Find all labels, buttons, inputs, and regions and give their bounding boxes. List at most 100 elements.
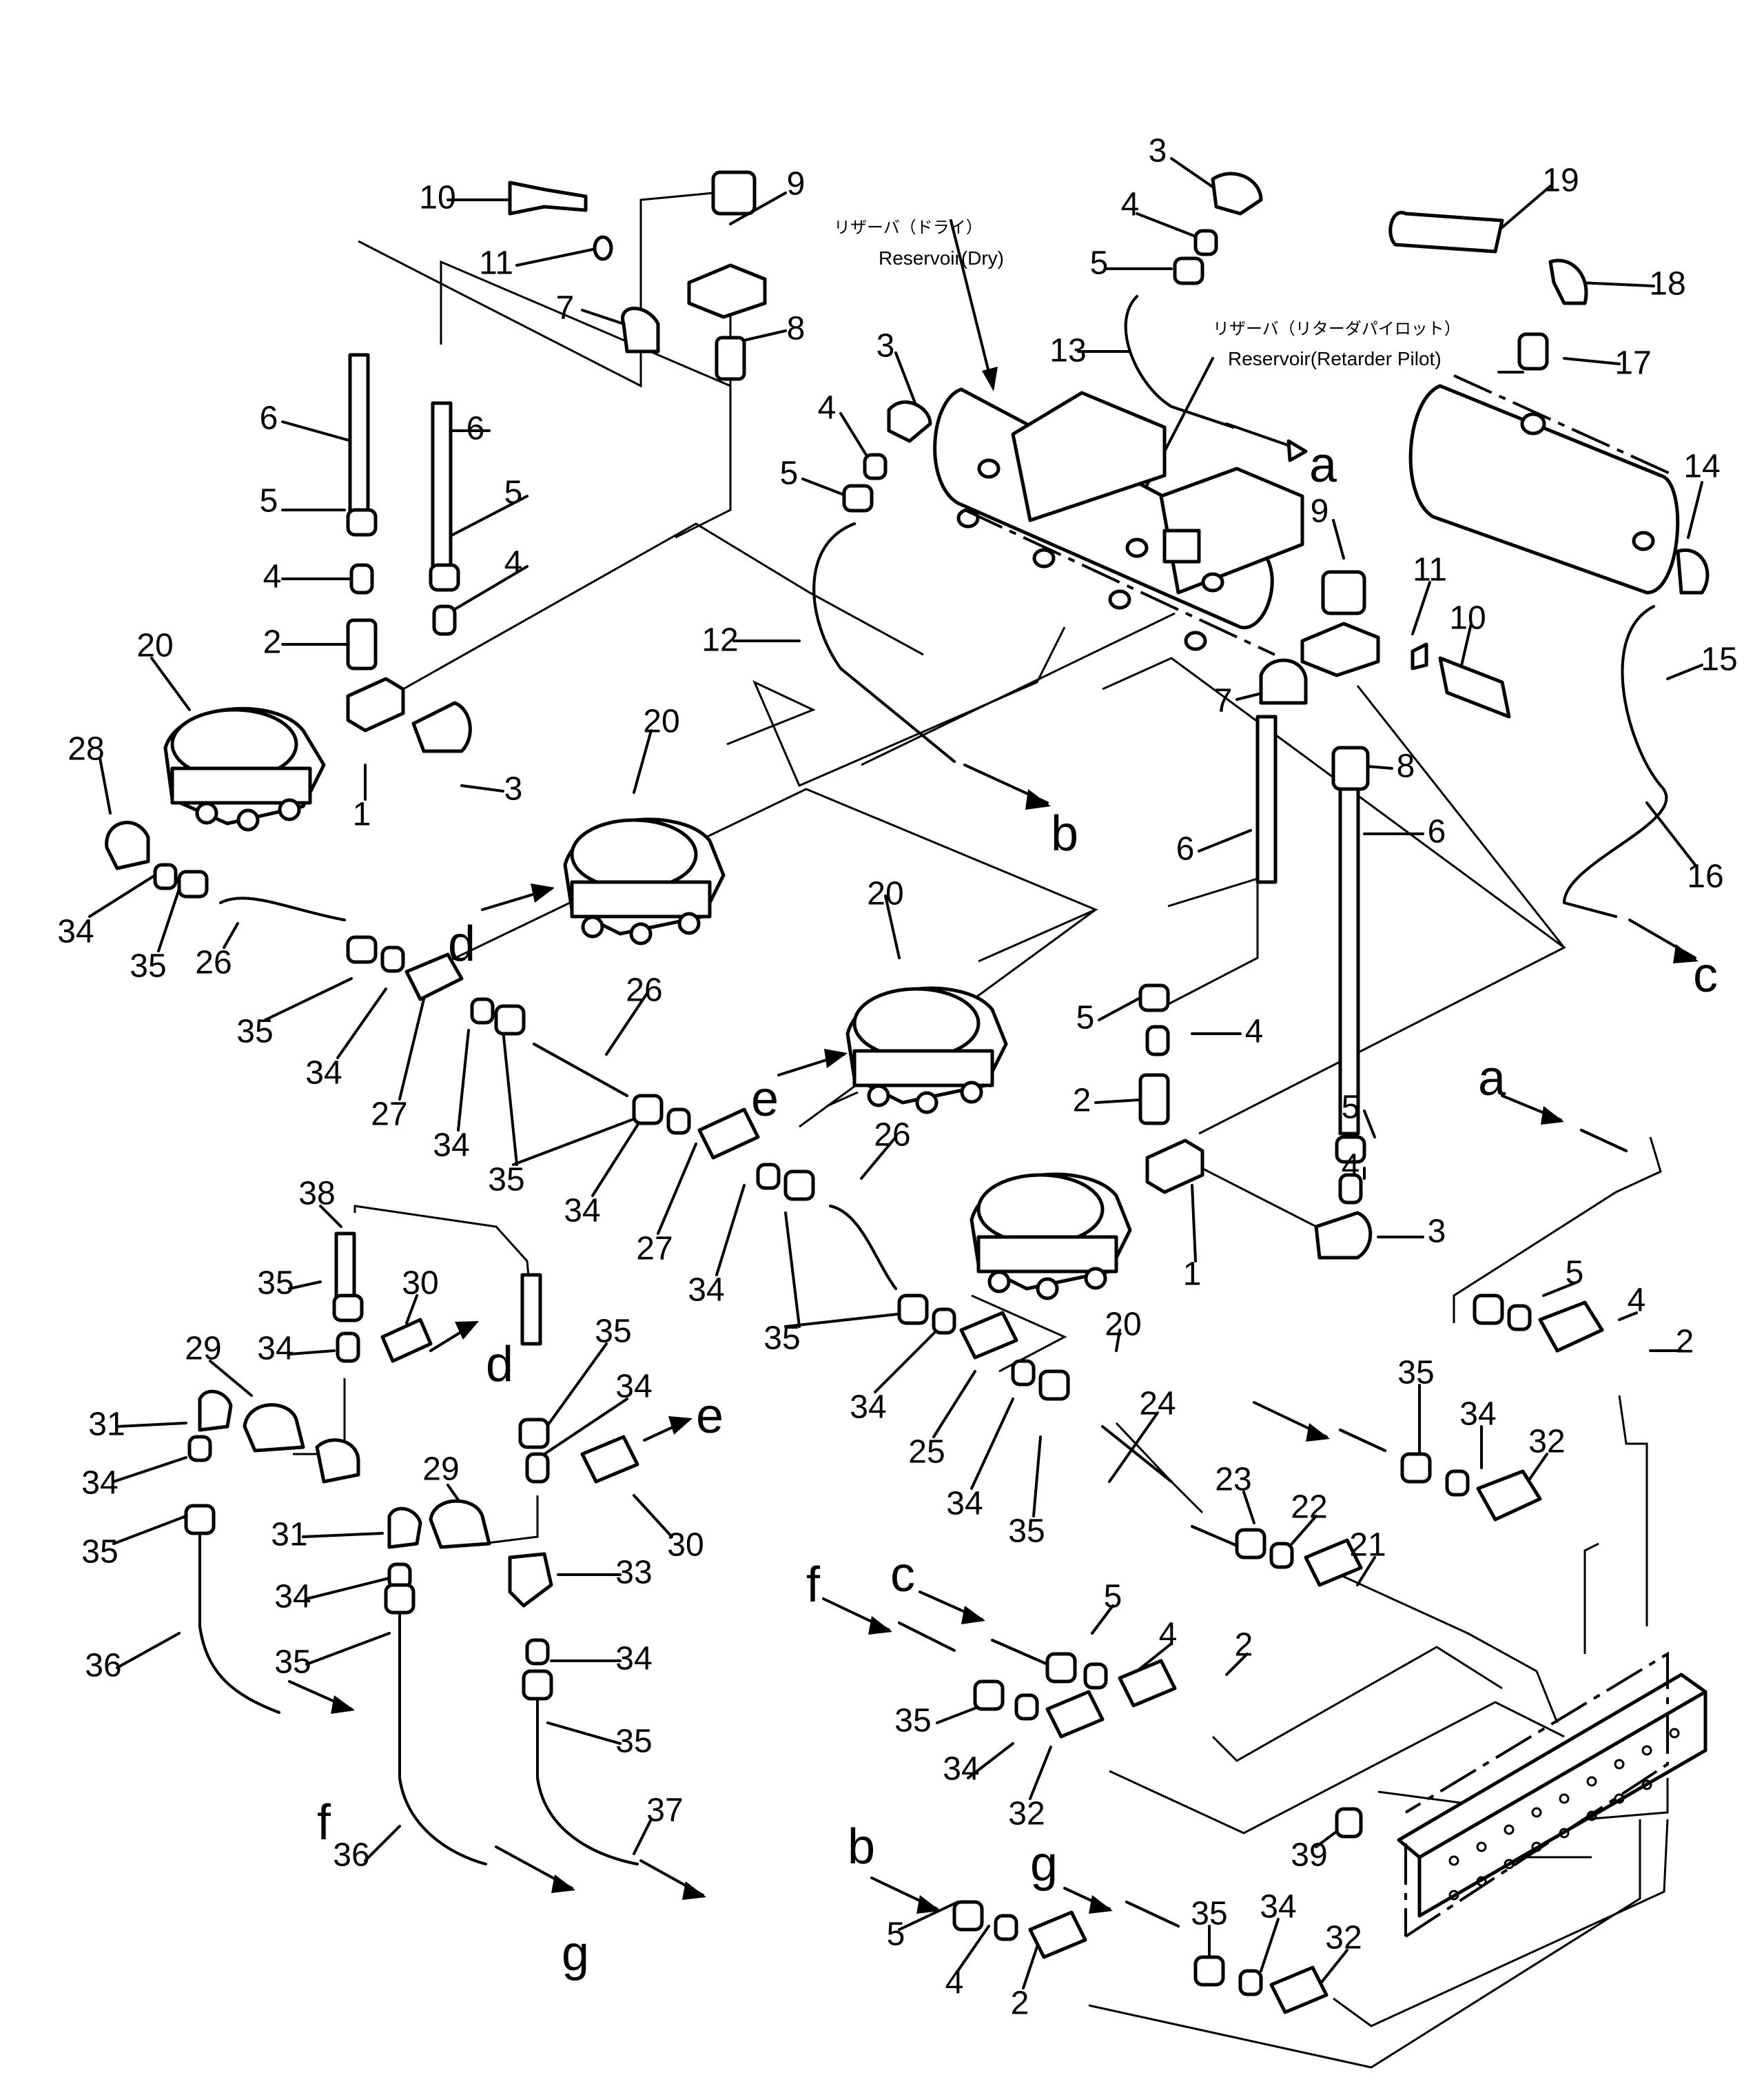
part-callout-34: 34 <box>305 1055 342 1092</box>
part-callout-27: 27 <box>371 1096 407 1133</box>
part-callout-17: 17 <box>1614 345 1651 382</box>
reservoir-dry-label-en: Reservoir(Dry) <box>879 247 1004 269</box>
reservoir-retarder-pilot-label-jp: リザーバ（リターダパイロット） <box>1213 319 1461 338</box>
connection-letter-g: g <box>562 1926 589 1981</box>
part-callout-16: 16 <box>1687 859 1723 895</box>
part-callout-1: 1 <box>1183 1256 1202 1293</box>
part-callout-6: 6 <box>1428 814 1446 850</box>
part-callout-38: 38 <box>298 1176 335 1212</box>
part-callout-27: 27 <box>636 1231 673 1267</box>
part-callout-30: 30 <box>402 1265 438 1302</box>
part-callout-4: 4 <box>504 545 523 582</box>
part-callout-35: 35 <box>81 1534 118 1571</box>
part-callout-31: 31 <box>88 1407 125 1443</box>
part-callout-7: 7 <box>556 290 575 327</box>
part-callout-34: 34 <box>257 1331 294 1367</box>
part-callout-20: 20 <box>1105 1307 1141 1343</box>
part-callout-31: 31 <box>271 1517 307 1553</box>
part-callout-2: 2 <box>1073 1083 1091 1119</box>
part-callout-36: 36 <box>85 1648 121 1684</box>
part-callout-21: 21 <box>1349 1527 1386 1564</box>
part-callout-39: 39 <box>1291 1837 1327 1874</box>
connection-letter-b: b <box>1051 806 1078 861</box>
part-callout-34: 34 <box>946 1486 983 1522</box>
part-callout-33: 33 <box>615 1555 652 1591</box>
reservoir-dry <box>933 387 1304 656</box>
part-callout-32: 32 <box>1325 1920 1362 1956</box>
part-callout-37: 37 <box>646 1792 683 1829</box>
valve-block-1-left <box>346 677 405 733</box>
part-callout-34: 34 <box>615 1369 652 1405</box>
part-callout-20: 20 <box>867 876 903 912</box>
part-callout-5: 5 <box>1566 1255 1584 1291</box>
part-callout-34: 34 <box>57 914 94 950</box>
connection-letter-d: d <box>448 917 475 972</box>
part-callout-34: 34 <box>688 1272 724 1309</box>
part-callout-10: 10 <box>1449 600 1486 637</box>
part-callout-35: 35 <box>257 1265 294 1302</box>
part-callout-5: 5 <box>260 483 278 520</box>
relay-valve-3 <box>845 986 1008 1114</box>
part-callout-34: 34 <box>615 1641 652 1677</box>
part-callout-14: 14 <box>1683 449 1720 485</box>
connection-letter-a: a <box>1478 1051 1506 1106</box>
part-callout-7: 7 <box>1214 683 1233 719</box>
part-callout-35: 35 <box>488 1162 524 1198</box>
reservoir-dry-label-jp: リザーバ（ドライ） <box>834 218 983 237</box>
part-callout-5: 5 <box>1090 245 1109 282</box>
connection-letter-f: f <box>317 1795 331 1850</box>
part-callout-22: 22 <box>1291 1489 1327 1526</box>
part-callout-3: 3 <box>504 771 523 808</box>
part-callout-34: 34 <box>81 1465 118 1502</box>
part-callout-4: 4 <box>1121 187 1140 223</box>
connection-letter-e: e <box>696 1389 724 1444</box>
part-callout-29: 29 <box>422 1451 459 1488</box>
part-callout-4: 4 <box>945 1965 964 2001</box>
part-callout-20: 20 <box>136 628 173 664</box>
part-callout-5: 5 <box>887 1916 905 1953</box>
part-callout-29: 29 <box>185 1331 221 1367</box>
part-callout-32: 32 <box>1008 1796 1045 1832</box>
part-callout-5: 5 <box>1104 1579 1122 1615</box>
check-valve-9-right <box>1300 570 1380 677</box>
connection-letter-e: e <box>751 1072 779 1127</box>
part-callout-35: 35 <box>236 1014 273 1050</box>
part-callout-19: 19 <box>1542 163 1579 199</box>
part-callout-13: 13 <box>1049 333 1086 369</box>
part-callout-2: 2 <box>263 624 282 661</box>
part-callout-11: 11 <box>479 245 513 282</box>
fittings <box>105 172 1710 2014</box>
part-callout-2: 2 <box>1676 1324 1694 1360</box>
valve-block-1-right <box>1145 1138 1204 1194</box>
connection-letter-d: d <box>486 1337 513 1392</box>
relay-valve-1 <box>163 706 326 832</box>
part-callout-5: 5 <box>1076 1000 1095 1036</box>
part-callout-10: 10 <box>419 180 455 216</box>
part-callout-35: 35 <box>1191 1896 1227 1932</box>
part-callout-12: 12 <box>701 622 738 659</box>
part-callout-36: 36 <box>333 1837 369 1874</box>
check-valve-9-top <box>687 170 767 319</box>
part-callout-3: 3 <box>1149 133 1167 170</box>
part-callout-9: 9 <box>1311 493 1329 530</box>
part-callout-2: 2 <box>1011 1985 1029 2022</box>
part-callout-8: 8 <box>787 311 806 347</box>
part-callout-34: 34 <box>433 1127 469 1164</box>
reservoir-retarder-pilot <box>1408 374 1680 595</box>
part-callout-6: 6 <box>1176 831 1195 868</box>
part-callout-20: 20 <box>643 704 679 740</box>
part-callout-1: 1 <box>353 797 371 833</box>
part-callout-4: 4 <box>263 559 282 595</box>
part-callout-26: 26 <box>874 1117 910 1154</box>
part-callout-4: 4 <box>1342 1148 1360 1185</box>
part-callout-9: 9 <box>787 166 806 203</box>
part-callout-35: 35 <box>615 1724 652 1760</box>
part-callout-6: 6 <box>260 400 278 437</box>
relay-valve-2 <box>563 817 726 945</box>
part-callout-35: 35 <box>274 1644 311 1681</box>
part-callout-6: 6 <box>466 411 485 447</box>
part-callout-15: 15 <box>1701 642 1737 678</box>
part-callout-34: 34 <box>1260 1889 1296 1925</box>
connection-letter-g: g <box>1030 1837 1058 1892</box>
